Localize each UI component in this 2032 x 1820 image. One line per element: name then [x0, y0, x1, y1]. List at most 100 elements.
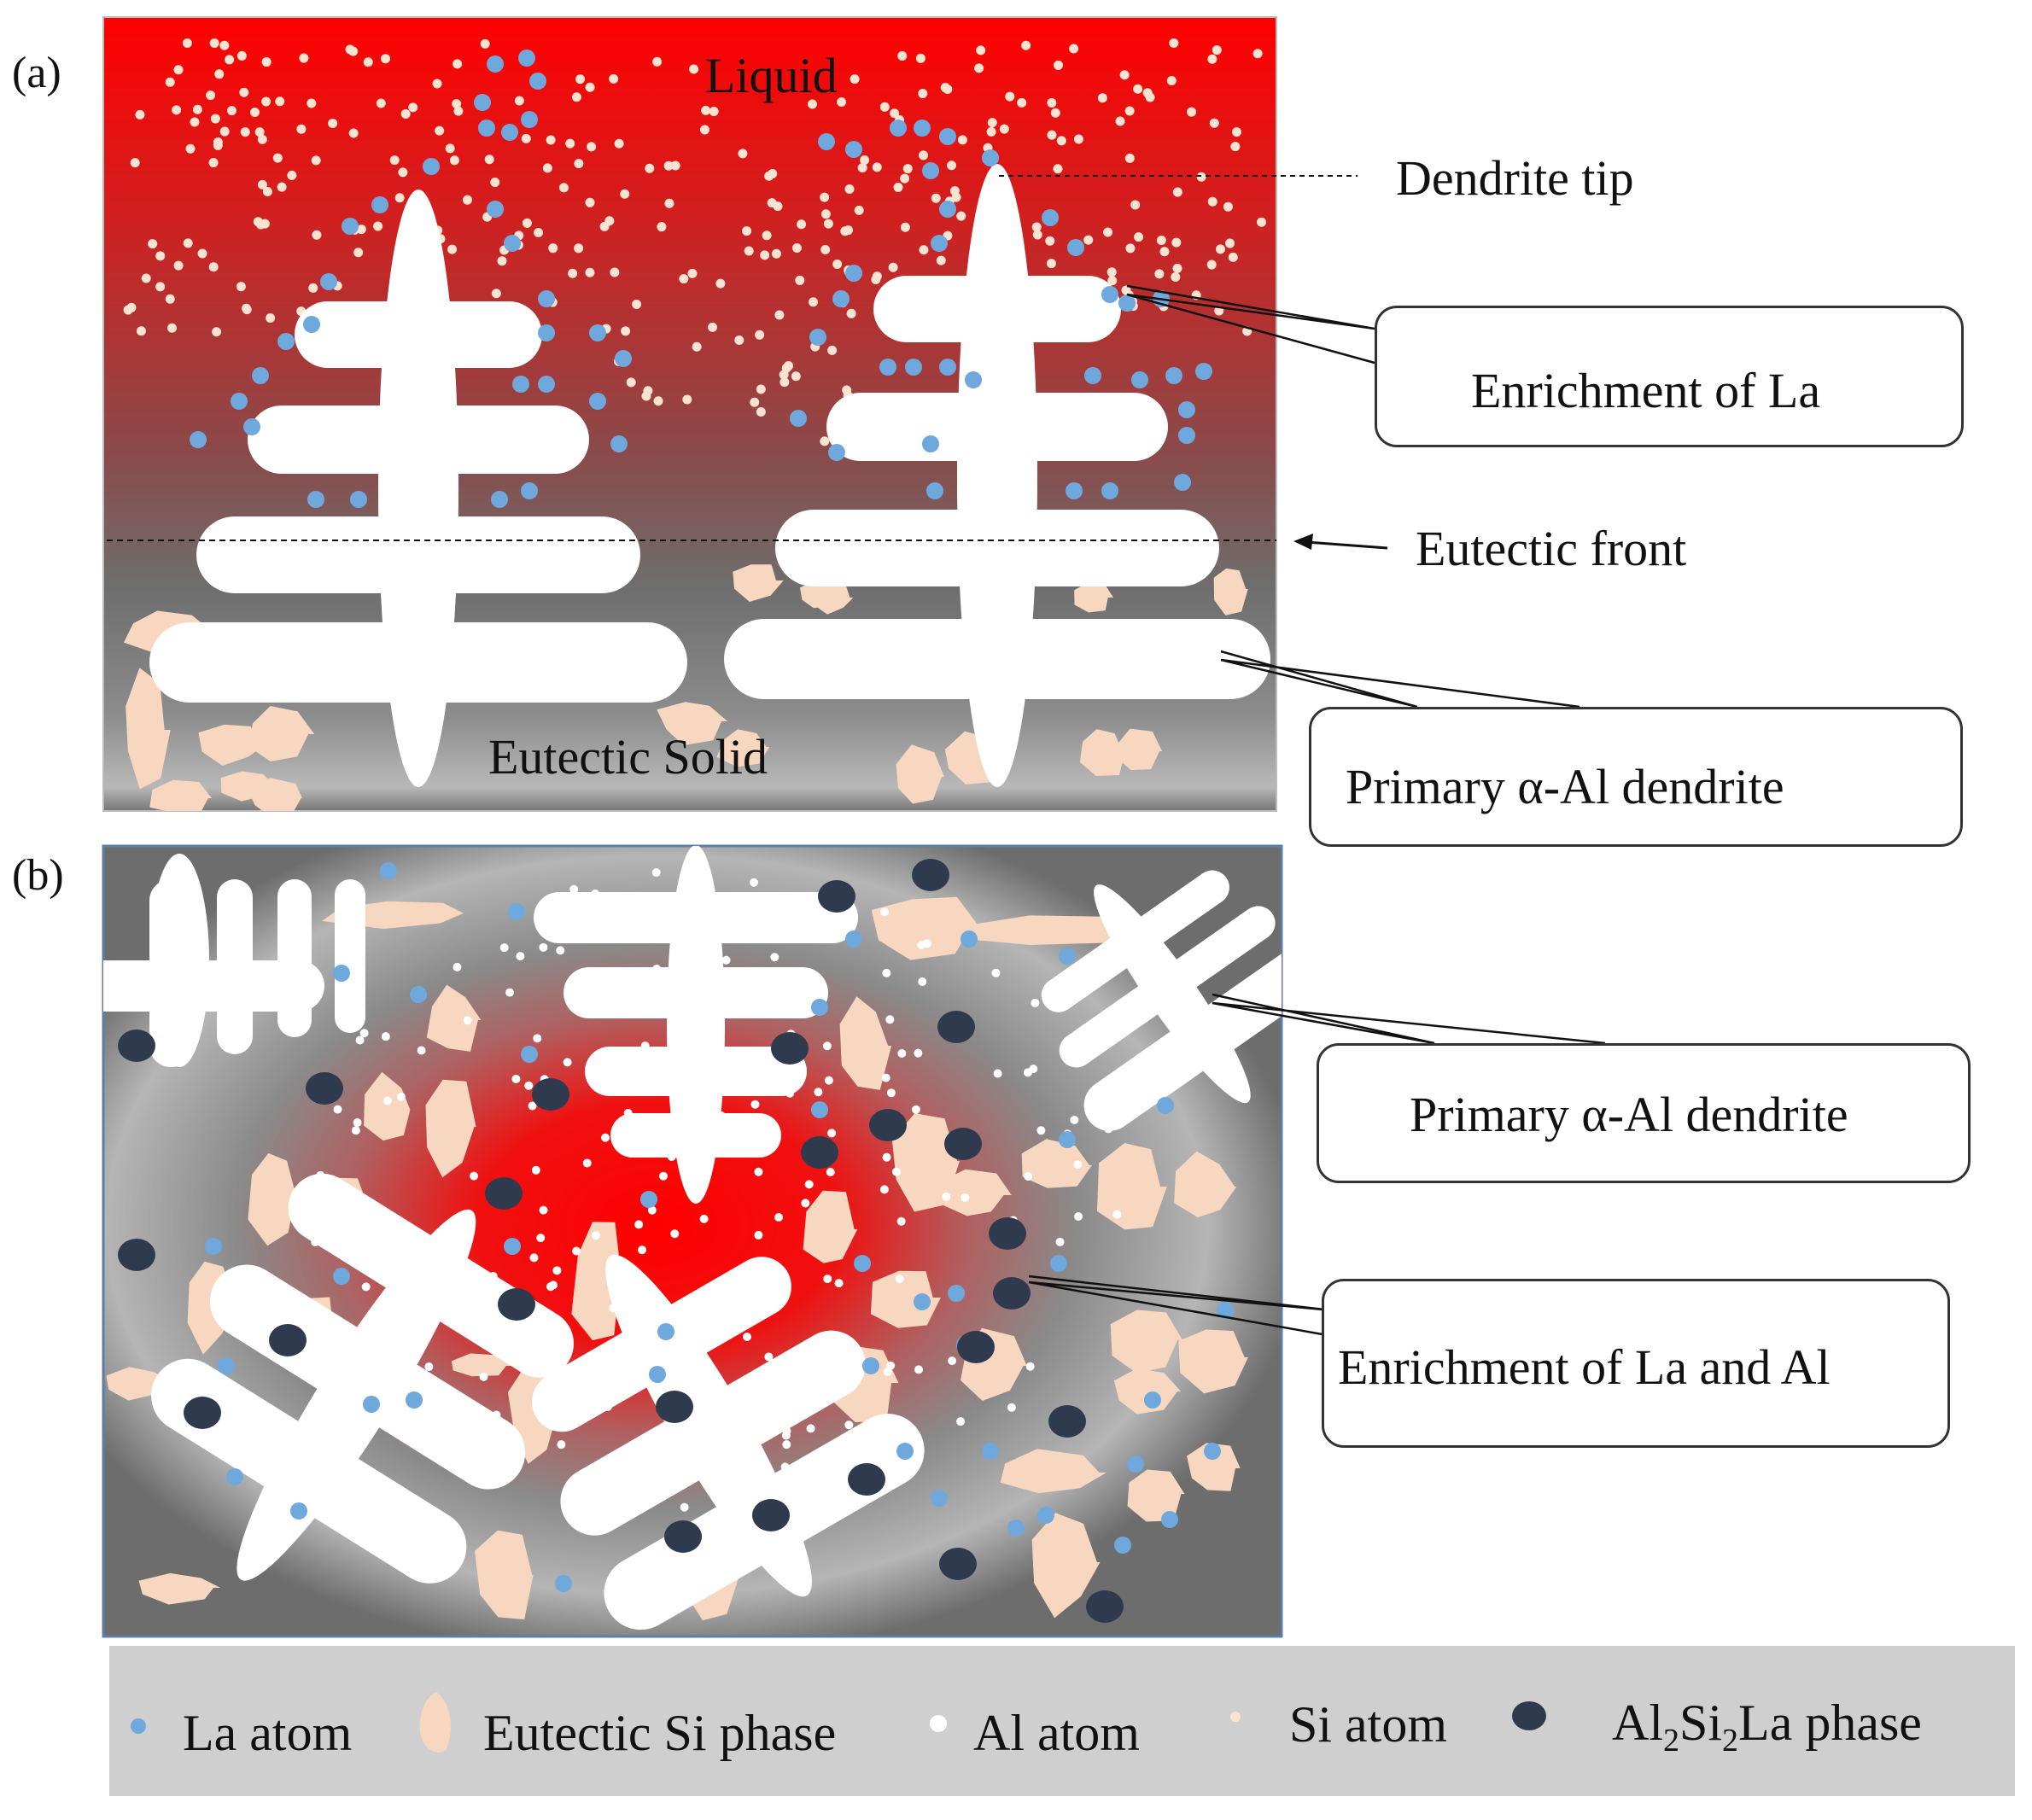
al-atom [488, 1271, 498, 1280]
si-atom [1069, 44, 1079, 54]
si-atom [919, 150, 929, 160]
si-atom [1232, 127, 1242, 137]
phase-al: Al [1612, 1695, 1663, 1751]
si-atom [780, 377, 790, 388]
al2si2la-phase-particle [118, 1239, 155, 1271]
si-atom [208, 158, 219, 168]
la-atoms-layer-b [205, 862, 1234, 1592]
si-atom [808, 297, 818, 307]
la-atom [342, 218, 359, 235]
si-atom [820, 244, 831, 254]
si-atom [1166, 75, 1177, 85]
la-atom [832, 290, 850, 307]
si-atom [918, 89, 928, 99]
al2si2la-phase-particle [1048, 1405, 1086, 1438]
la-atom [205, 1238, 222, 1255]
si-atom [449, 155, 459, 166]
al-atom [734, 1049, 744, 1059]
si-atom [653, 396, 663, 406]
si-atom [226, 106, 236, 116]
eutectic-si-particle [571, 1222, 622, 1341]
si-atom [261, 57, 272, 67]
si-atom [844, 184, 855, 195]
la-atom [538, 376, 555, 393]
al-atom [785, 1088, 795, 1098]
al-atom [1024, 1172, 1033, 1181]
si-atom [734, 335, 744, 346]
si-atom [755, 330, 765, 340]
si-atom [768, 168, 778, 178]
dendrite-callout-a: Primary α-Al dendrite [1309, 707, 1963, 847]
si-atom [173, 65, 184, 75]
al-atom [557, 1440, 566, 1450]
al-atom [361, 1328, 371, 1338]
eutectic-si-particle [870, 1270, 941, 1328]
si-atom [850, 74, 860, 85]
la-atom [1101, 286, 1118, 303]
la-atom [1165, 367, 1182, 384]
la-atom [854, 1255, 871, 1272]
dendrite-arm [209, 1264, 526, 1490]
la-atom [350, 491, 367, 508]
al-atom [651, 1450, 661, 1459]
si-atom [760, 250, 770, 260]
la-atom [1059, 1131, 1076, 1148]
eutectic-solid-label: Eutectic Solid [488, 729, 768, 785]
si-atom [1097, 93, 1107, 103]
al-atom [725, 1304, 734, 1314]
si-atom [575, 74, 586, 85]
si-atom [771, 248, 781, 259]
si-atom [1021, 40, 1031, 50]
dendrite-arm [534, 892, 858, 943]
si-atom [738, 149, 748, 159]
la-atom [922, 435, 939, 452]
al-atom [631, 901, 640, 910]
eutectic-si-particle [1079, 729, 1126, 776]
la-atom [961, 930, 978, 948]
si-atom [484, 155, 494, 165]
si-atom [311, 155, 321, 166]
al-atom [540, 908, 549, 918]
la-atom [905, 359, 922, 376]
eutectic-si-particle [657, 702, 728, 746]
si-atom [1103, 227, 1113, 237]
si-atom [1045, 236, 1055, 246]
si-atom [1133, 84, 1143, 94]
si-atom [1050, 108, 1060, 118]
al-atom [546, 1282, 555, 1292]
eutectic-si-particle [1178, 1329, 1248, 1394]
la-atoms-layer [190, 50, 1212, 508]
la-atom [371, 196, 388, 213]
si-atom [687, 268, 698, 278]
la-atom [333, 1268, 350, 1285]
al-atom [591, 889, 600, 898]
si-atom [645, 163, 655, 173]
al-atom [1007, 1403, 1016, 1412]
al-atom [392, 1269, 401, 1278]
si-atom [897, 50, 908, 61]
si-atom [888, 262, 898, 272]
si-atom-icon [1230, 1712, 1241, 1722]
eutectic-si-particle [248, 706, 315, 761]
la-atom [818, 133, 835, 150]
si-atom [1031, 222, 1042, 232]
si-atom [497, 256, 507, 266]
al-atom [528, 1101, 537, 1111]
al-atom [638, 1245, 647, 1255]
si-atom [394, 193, 405, 203]
al-atom [671, 1374, 680, 1383]
la-atom [363, 1396, 380, 1413]
la-atom [914, 1293, 931, 1310]
la-atom [640, 1191, 657, 1208]
al-atom [774, 998, 783, 1007]
al-atom [1073, 1160, 1083, 1170]
la-atom [303, 316, 320, 333]
al2si2la-phase-particle [957, 1331, 995, 1363]
la-atom [890, 120, 907, 137]
si-atom [585, 197, 595, 207]
si-atom [287, 170, 297, 180]
la-atom [1161, 1511, 1178, 1528]
al2si2la-phase-layer [118, 859, 1124, 1623]
si-atom [266, 313, 276, 324]
si-atom [165, 77, 175, 87]
